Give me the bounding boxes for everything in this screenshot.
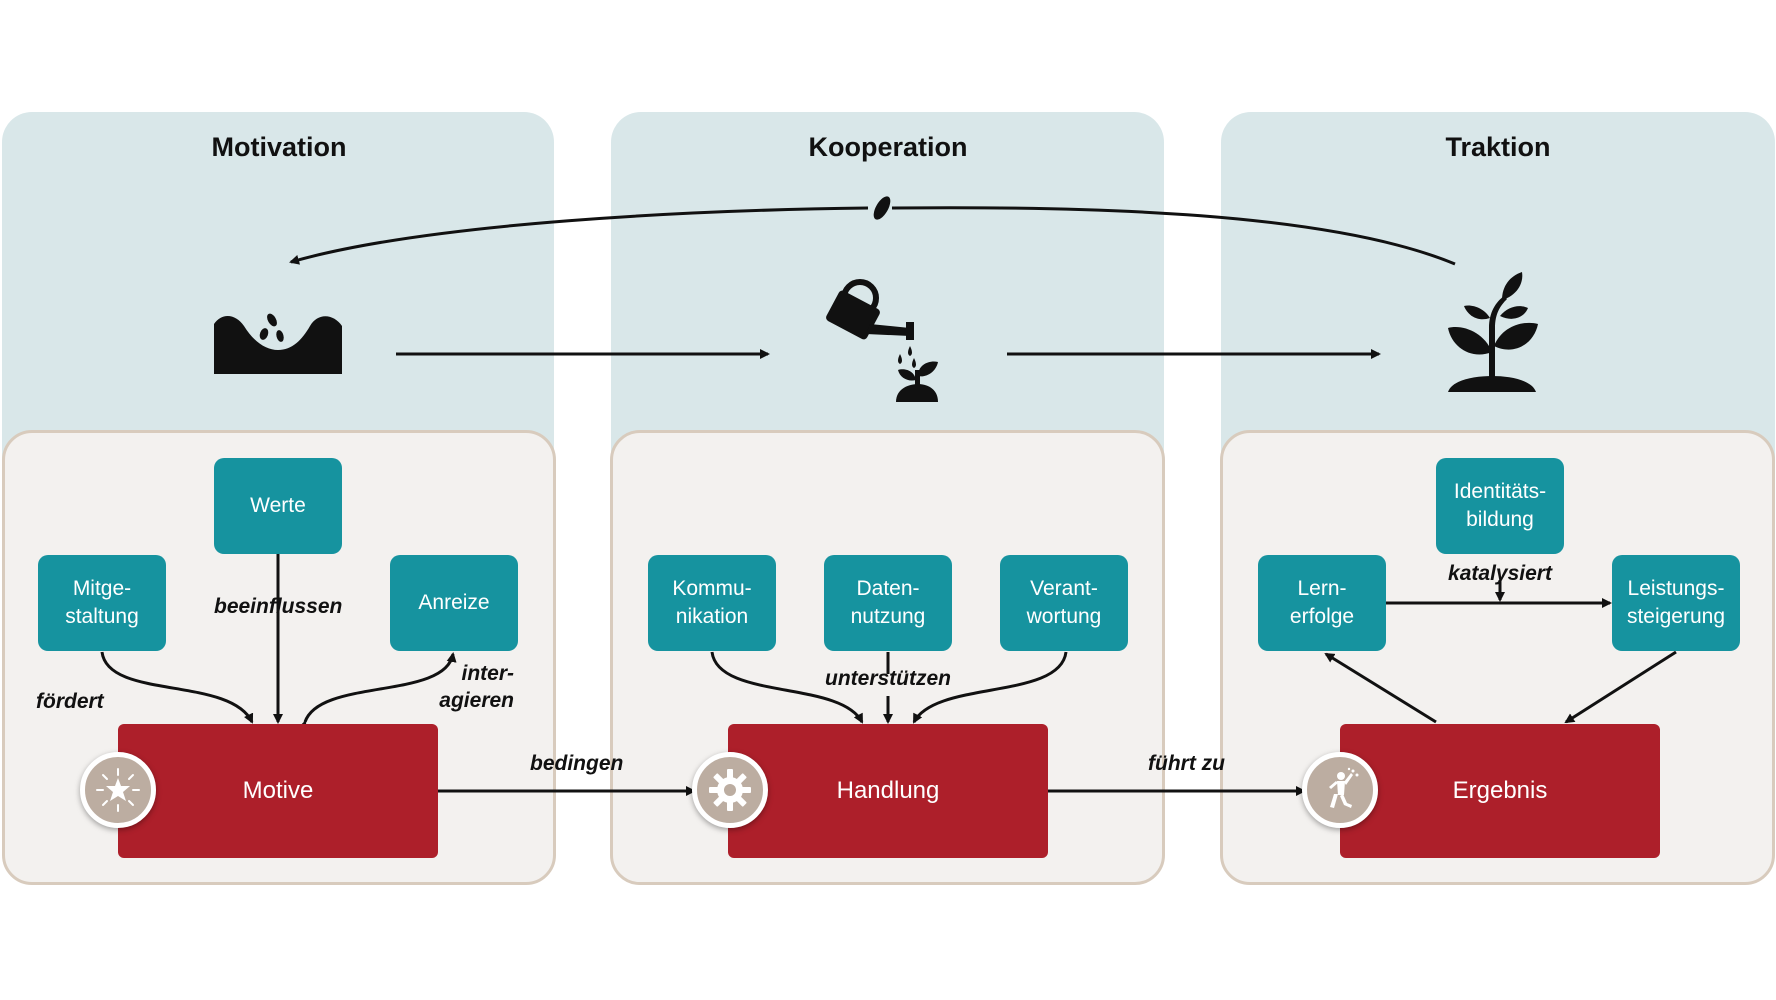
factor-kommunikation: Kommu- nikation bbox=[648, 555, 776, 651]
label-fuehrt-zu: führt zu bbox=[1148, 752, 1225, 775]
label-beeinflussen: beeinflussen bbox=[214, 595, 343, 618]
badge-ergebnis bbox=[1302, 752, 1378, 828]
arrow-leistung-to-ergebnis bbox=[1564, 650, 1677, 724]
label-katalysiert: katalysiert bbox=[1448, 562, 1552, 585]
label-foerdert: fördert bbox=[36, 690, 104, 713]
cycle-arc bbox=[891, 206, 1456, 266]
label-bedingen: bedingen bbox=[530, 752, 624, 775]
label-unterstuetzen: unterstützen bbox=[825, 667, 951, 690]
gear-icon bbox=[709, 769, 751, 811]
column-title-traktion: Traktion bbox=[1445, 132, 1551, 162]
factor-werte: Werte bbox=[214, 458, 342, 554]
core-handlung: Handlung bbox=[728, 724, 1048, 858]
arrow-motive-anreize bbox=[297, 652, 457, 732]
column-title-kooperation: Kooperation bbox=[808, 132, 968, 162]
column-title-motivation: Motivation bbox=[211, 132, 347, 162]
celebrating-person-icon bbox=[1329, 767, 1359, 808]
core-ergebnis: Ergebnis bbox=[1340, 724, 1660, 858]
soil-with-seeds-icon bbox=[214, 313, 342, 374]
core-motive: Motive bbox=[118, 724, 438, 858]
arrow-kommunikation-to-handlung bbox=[710, 651, 864, 724]
factor-lernerfolge: Lern- erfolge bbox=[1258, 555, 1386, 651]
star-burst-icon bbox=[96, 768, 140, 812]
badge-handlung bbox=[692, 752, 768, 828]
watering-can-sprout-icon bbox=[826, 279, 938, 402]
badge-motive bbox=[80, 752, 156, 828]
growing-plant-icon bbox=[1448, 272, 1538, 392]
factor-leistungssteigerung: Leistungs- steigerung bbox=[1612, 555, 1740, 651]
factor-verantwortung: Verant- wortung bbox=[1000, 555, 1128, 651]
factor-identitaetsbildung: Identitäts- bildung bbox=[1436, 458, 1564, 554]
factor-anreize: Anreize bbox=[390, 555, 518, 651]
arrow-ergebnis-to-lernerfolge bbox=[1324, 652, 1437, 724]
seed-icon bbox=[873, 196, 891, 220]
factor-datennutzung: Daten- nutzung bbox=[824, 555, 952, 651]
cycle-arc-return bbox=[289, 206, 869, 265]
arrow-mitgestaltung-to-motive bbox=[100, 651, 254, 724]
label-interagieren: inter- agieren bbox=[439, 662, 514, 712]
factor-mitgestaltung: Mitge- staltung bbox=[38, 555, 166, 651]
arrow-verantwortung-to-handlung bbox=[912, 651, 1068, 724]
